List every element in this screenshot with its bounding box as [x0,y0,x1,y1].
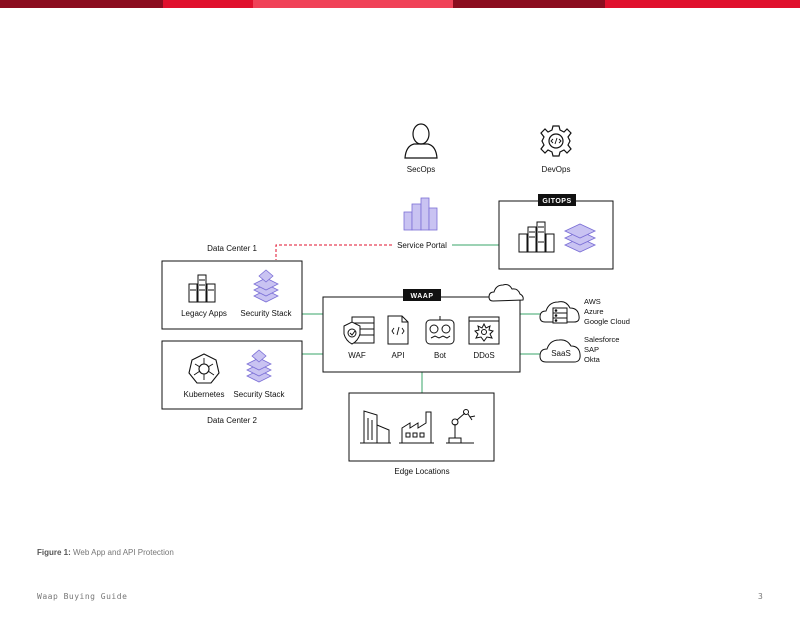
api-document-icon [387,315,409,345]
security-stack-icon [246,349,272,383]
cloud-icon [488,284,524,302]
buildings-icon [403,197,438,231]
saas-label: SaaS [551,349,571,358]
data-center-2: Kubernetes Security Stack Data Center 2 [161,340,303,425]
waap-tag: WAAP [411,293,434,300]
server-stack-icon [552,307,568,324]
saas-providers: SaaS Salesforce SAP Okta [539,335,619,364]
cloud-item: AWS [584,297,601,306]
footer-document-title: Waap Buying Guide [37,592,128,601]
servers-icon [518,221,555,253]
color-bar-segment [453,0,605,8]
color-bar-segment [253,0,453,8]
top-color-bar [0,0,800,8]
office-building-icon [360,410,391,444]
color-bar-segment [0,0,163,8]
figure-caption-label: Figure 1: [37,548,71,557]
service-portal-label: Service Portal [397,241,447,250]
edge-locations-box: Edge Locations [348,392,495,476]
gitops-box: GITOPS [498,194,614,270]
stack-layers-icon [563,223,597,253]
robotic-arm-icon [446,409,476,444]
figure-caption: Figure 1: Web App and API Protection [37,548,174,557]
cloud-item: Azure [584,307,604,316]
waf-label: WAF [348,351,366,360]
color-bar-segment [605,0,800,8]
person-icon [404,123,438,159]
devops-node: DevOps [540,125,572,174]
gear-code-icon [540,125,572,157]
dc2-security-label: Security Stack [233,390,285,399]
service-portal-node: Service Portal [397,197,447,250]
data-center-1: Data Center 1 Legacy Apps Security Stack [161,244,303,330]
edge-label: Edge Locations [394,467,449,476]
dc1-legacy-label: Legacy Apps [181,309,227,318]
ddos-burst-icon [468,316,500,345]
gitops-tag: GITOPS [542,198,571,205]
connector-portal-dc1-dashed [275,244,392,260]
figure-caption-text: Web App and API Protection [73,548,174,557]
color-bar-segment [163,0,253,8]
ddos-label: DDoS [473,351,494,360]
waap-box: WAAP WAF API Bot [322,284,524,373]
factory-icon [399,411,434,444]
devops-label: DevOps [542,165,571,174]
saas-cloud-icon [539,339,581,363]
saas-item: Salesforce [584,335,619,344]
bot-label: Bot [434,351,447,360]
dc2-title: Data Center 2 [207,416,257,425]
secops-label: SecOps [407,165,435,174]
waf-shield-icon [343,316,375,345]
bot-face-icon [425,316,455,345]
connectors [275,244,541,393]
kubernetes-icon [188,353,220,384]
api-label: API [392,351,405,360]
footer-page-number: 3 [758,592,763,601]
legacy-servers-icon [188,274,216,303]
dc2-kubernetes-label: Kubernetes [184,390,225,399]
cloud-item: Google Cloud [584,317,630,326]
saas-item: Okta [584,355,601,364]
security-stack-icon [253,269,279,303]
dc1-title: Data Center 1 [207,244,257,253]
cloud-providers: AWS Azure Google Cloud [539,297,630,326]
secops-node: SecOps [404,123,438,174]
dc1-security-label: Security Stack [240,309,292,318]
saas-item: SAP [584,345,599,354]
